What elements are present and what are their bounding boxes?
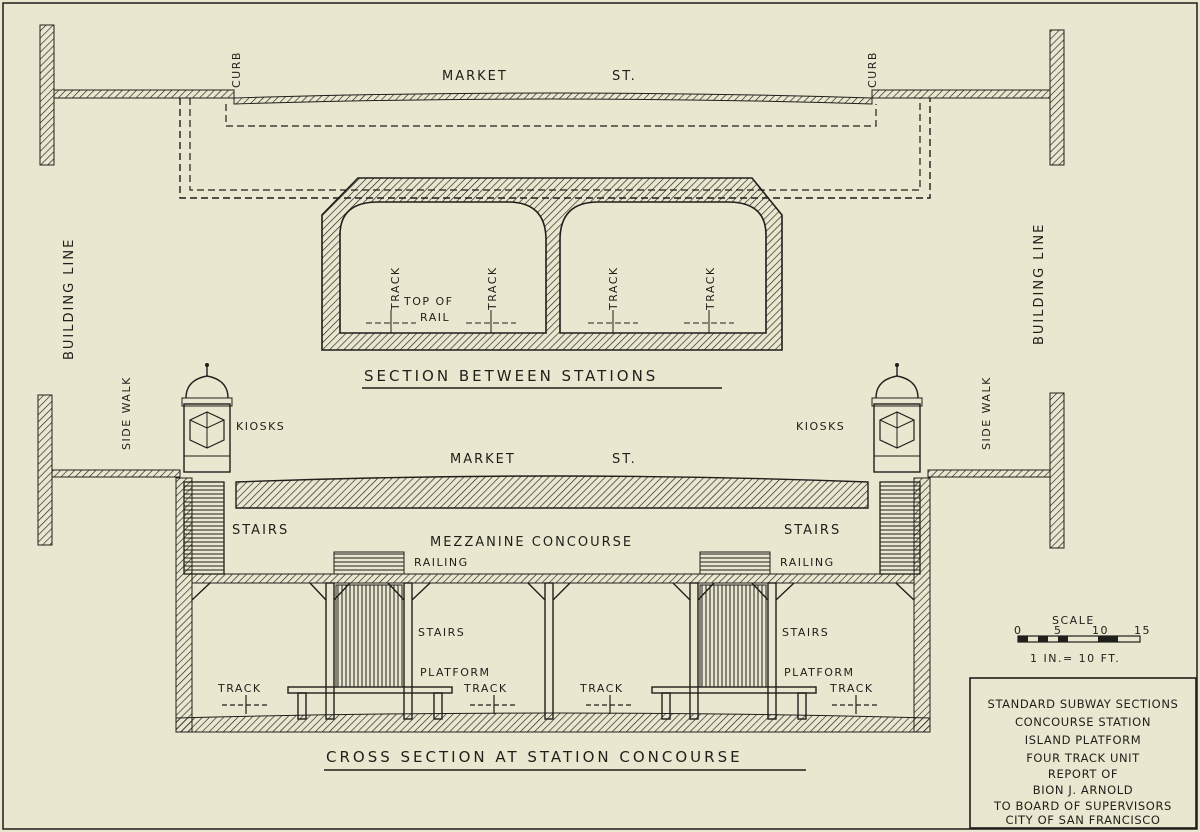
tunnel-structure	[321, 177, 783, 351]
track-label-top-2: TRACK	[486, 266, 499, 311]
excavation-line-inner	[189, 98, 921, 191]
caption-cross-section: CROSS SECTION AT STATION CONCOURSE	[326, 748, 743, 766]
building-wall-left	[39, 24, 55, 166]
sidewalk-left-lower	[51, 469, 181, 478]
track-label-top-1: TRACK	[389, 266, 402, 311]
sidewalk-label-right: SIDE WALK	[980, 376, 993, 450]
scale-tick-0: 0	[1014, 624, 1023, 637]
railing-label-right: RAILING	[780, 556, 835, 569]
platform-right	[651, 686, 817, 720]
title-line-1: STANDARD SUBWAY SECTIONS	[988, 697, 1179, 711]
building-wall-right	[1049, 29, 1065, 166]
track-label-lower-3: TRACK	[579, 682, 624, 695]
title-line-5: REPORT OF	[1048, 767, 1118, 781]
platform-label-right: PLATFORM	[784, 666, 855, 679]
sidewalk-label-left: SIDE WALK	[120, 376, 133, 450]
building-wall-right-lower	[1049, 392, 1065, 549]
building-line-right: BUILDING LINE	[1032, 223, 1047, 345]
platform-left	[287, 686, 453, 720]
railing-left	[333, 551, 405, 575]
kiosk-left	[181, 363, 233, 473]
scale-tick-5: 5	[1054, 624, 1063, 637]
stairs-label-lower-left: STAIRS	[418, 626, 465, 639]
building-wall-left-lower	[37, 394, 53, 546]
scale-note: 1 IN.= 10 FT.	[1030, 652, 1120, 665]
stairs-label-lower-right: STAIRS	[782, 626, 829, 639]
invert-slab	[175, 712, 931, 733]
curb-label-right: CURB	[866, 51, 879, 88]
title-block: STANDARD SUBWAY SECTIONS CONCOURSE STATI…	[969, 677, 1197, 829]
scale-tick-10: 10	[1092, 624, 1109, 637]
kiosks-label-left: KIOSKS	[236, 420, 285, 433]
track-label-top-4: TRACK	[704, 266, 717, 311]
railing-right	[699, 551, 771, 575]
street-name-top: MARKET	[442, 69, 508, 84]
kiosks-label-right: KIOSKS	[796, 420, 845, 433]
sidewalk-left	[53, 89, 235, 99]
title-line-4: FOUR TRACK UNIT	[1026, 751, 1140, 765]
street-pavement	[233, 92, 873, 105]
track-label-lower-2: TRACK	[463, 682, 508, 695]
stairwell-right	[879, 481, 921, 575]
curb-label-left: CURB	[230, 51, 243, 88]
scale-tick-15: 15	[1134, 624, 1151, 637]
sidewalk-right	[871, 89, 1051, 99]
top-of-rail-line1: TOP OF	[403, 295, 454, 308]
street-slab	[235, 475, 869, 509]
stairwell-left	[183, 481, 225, 575]
street-name-lower: MARKET	[450, 452, 516, 467]
title-line-2: CONCOURSE STATION	[1015, 715, 1151, 729]
section-between-stations: MARKET ST. CURB CURB BUILDING LINE BUILD…	[39, 24, 1065, 389]
kiosk-right	[871, 363, 923, 473]
stairs-lower-left	[335, 584, 403, 688]
street-suffix-top: ST.	[612, 69, 637, 84]
caption-section-between-stations: SECTION BETWEEN STATIONS	[364, 367, 658, 385]
utility-line	[225, 104, 877, 127]
title-line-8: CITY OF SAN FRANCISCO	[1005, 813, 1160, 827]
title-line-6: BION J. ARNOLD	[1033, 783, 1133, 797]
track-label-top-3: TRACK	[607, 266, 620, 311]
street-suffix-lower: ST.	[612, 452, 637, 467]
title-line-3: ISLAND PLATFORM	[1025, 733, 1142, 747]
stairs-label-upper-left: STAIRS	[232, 523, 289, 538]
building-line-left: BUILDING LINE	[62, 238, 77, 360]
track-markers-lower	[222, 695, 880, 714]
sidewalk-right-lower	[927, 469, 1051, 478]
railing-label-left: RAILING	[414, 556, 469, 569]
title-line-7: TO BOARD OF SUPERVISORS	[993, 799, 1172, 813]
cross-section-station-concourse: MARKET ST. SIDE WALK SIDE WALK KIOSKS KI…	[37, 363, 1065, 771]
rail-markers	[366, 310, 734, 333]
track-label-lower-4: TRACK	[829, 682, 874, 695]
top-of-rail-line2: RAIL	[420, 311, 450, 324]
mezzanine-label: MEZZANINE CONCOURSE	[430, 535, 633, 550]
scale-bar: SCALE 0 5 10 15 1 IN.= 10 FT.	[1014, 614, 1151, 665]
platform-label-left: PLATFORM	[420, 666, 491, 679]
stairs-lower-right	[699, 584, 767, 688]
stairs-label-upper-right: STAIRS	[784, 523, 841, 538]
mezzanine-floor	[191, 573, 915, 584]
track-label-lower-1: TRACK	[217, 682, 262, 695]
scale-title: SCALE	[1052, 614, 1095, 627]
